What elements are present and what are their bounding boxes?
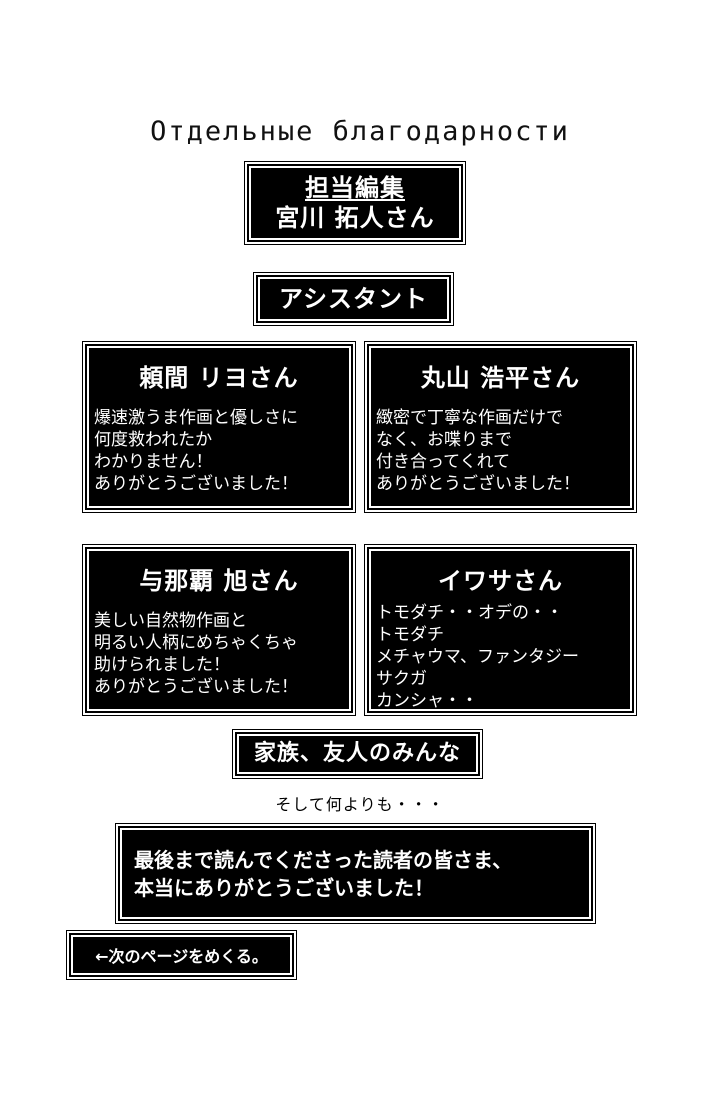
assistant-name: 丸山 浩平さん: [420, 364, 581, 392]
next-page-label: ←次のページをめくる。: [95, 947, 268, 966]
assistant-message: 緻密で丁寧な作画だけで なく、お喋りまで 付き合ってくれて ありがとうございまし…: [371, 407, 630, 495]
family-label: 家族、友人のみんな: [253, 741, 461, 766]
final-message: 最後まで読んでくださった読者の皆さま、 本当にありがとうございました！: [122, 846, 589, 902]
final-line: 最後まで読んでくださった読者の皆さま、: [134, 847, 513, 872]
message-line: わかりません！: [94, 452, 213, 472]
assistant-message: 爆速激うま作画と優しさに 何度救われたか わかりません！ ありがとうございました…: [89, 407, 349, 495]
message-line: サクガ: [376, 669, 427, 689]
final-line: 本当にありがとうございました！: [134, 875, 434, 900]
page-title: Отдельные благодарности: [150, 116, 570, 147]
assistant-card: 丸山 浩平さん 緻密で丁寧な作画だけで なく、お喋りまで 付き合ってくれて あり…: [367, 344, 634, 510]
editor-box: 担当編集 宮川 拓人さん: [247, 164, 463, 242]
message-line: メチャウマ、ファンタジー: [376, 647, 579, 667]
message-line: 何度救われたか: [94, 430, 213, 450]
assistant-message: トモダチ・・オデの・・ トモダチ メチャウマ、ファンタジー サクガ カンシャ・・: [371, 602, 630, 712]
message-line: トモダチ: [376, 625, 444, 645]
assistant-name: 与那覇 旭さん: [139, 567, 299, 595]
assistant-label: アシスタント: [278, 285, 429, 313]
and-above-all-text: そして何よりも・・・: [275, 795, 445, 814]
message-line: トモダチ・・オデの・・: [376, 603, 563, 623]
message-line: 付き合ってくれて: [376, 452, 511, 472]
message-line: カンシャ・・: [376, 691, 478, 711]
family-box: 家族、友人のみんな: [235, 732, 480, 776]
assistant-card: 与那覇 旭さん 美しい自然物作画と 明るい人柄にめちゃくちゃ 助けられました！ …: [85, 547, 353, 713]
editor-role: 担当編集: [305, 174, 405, 202]
assistant-card: 頼間 リヨさん 爆速激うま作画と優しさに 何度救われたか わかりません！ ありが…: [85, 344, 353, 510]
next-page-button[interactable]: ←次のページをめくる。: [69, 933, 294, 977]
editor-name: 宮川 拓人さん: [275, 204, 435, 232]
message-line: なく、お喋りまで: [376, 430, 512, 450]
message-line: ありがとうございました！: [94, 474, 298, 494]
message-line: 緻密で丁寧な作画だけで: [376, 408, 563, 428]
assistant-name: イワサさん: [438, 567, 563, 595]
message-line: 助けられました！: [94, 655, 230, 675]
message-line: 明るい人柄にめちゃくちゃ: [94, 633, 298, 653]
message-line: 美しい自然物作画と: [94, 611, 247, 631]
assistant-message: 美しい自然物作画と 明るい人柄にめちゃくちゃ 助けられました！ ありがとうござい…: [89, 610, 349, 698]
message-line: 爆速激うま作画と優しさに: [94, 408, 298, 428]
message-line: ありがとうございました！: [94, 677, 298, 697]
assistant-card: イワサさん トモダチ・・オデの・・ トモダチ メチャウマ、ファンタジー サクガ …: [367, 547, 634, 713]
message-line: ありがとうございました！: [376, 474, 580, 494]
assistant-label-box: アシスタント: [256, 275, 451, 323]
final-message-box: 最後まで読んでくださった読者の皆さま、 本当にありがとうございました！: [118, 826, 593, 921]
assistant-name: 頼間 リヨさん: [139, 364, 299, 392]
